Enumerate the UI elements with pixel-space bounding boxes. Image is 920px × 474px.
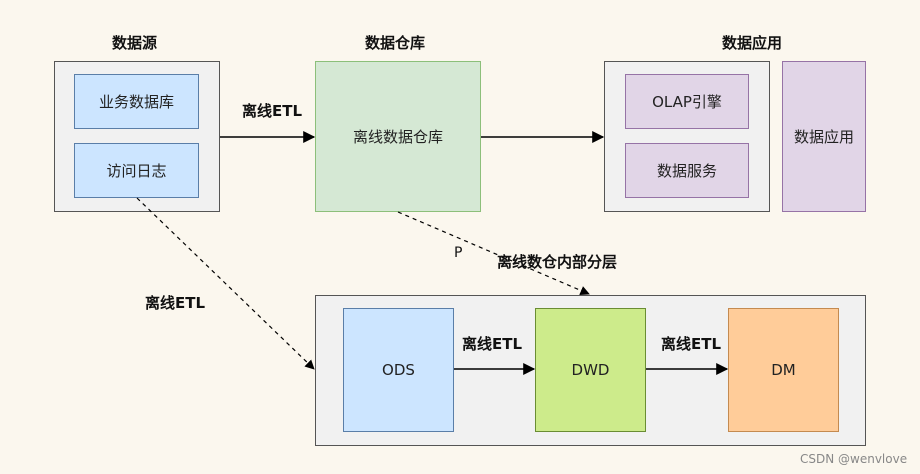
arrow-dw-to-layers bbox=[397, 211, 590, 296]
label-sources-to-dw: 离线ETL bbox=[242, 102, 303, 120]
data-app-node[interactable]: 数据应用 bbox=[782, 61, 866, 212]
label-p-mark: P bbox=[454, 245, 463, 261]
ods-node[interactable]: ODS bbox=[343, 308, 454, 432]
dwd-node[interactable]: DWD bbox=[535, 308, 646, 432]
watermark: CSDN @wenvlove bbox=[800, 452, 908, 466]
warehouse-title: 数据仓库 bbox=[365, 34, 426, 52]
business-db-node[interactable]: 业务数据库 bbox=[74, 74, 199, 129]
label-ods-to-dwd: 离线ETL bbox=[462, 335, 523, 353]
dm-node[interactable]: DM bbox=[728, 308, 839, 432]
sources-title: 数据源 bbox=[112, 34, 158, 52]
label-dwd-to-dm: 离线ETL bbox=[661, 335, 722, 353]
offline-dw-node[interactable]: 离线数据仓库 bbox=[315, 61, 481, 212]
application-title: 数据应用 bbox=[722, 34, 783, 52]
access-log-node[interactable]: 访问日志 bbox=[74, 143, 199, 198]
olap-engine-node[interactable]: OLAP引擎 bbox=[625, 74, 749, 129]
arrow-log-to-ods bbox=[136, 197, 315, 370]
label-log-to-ods: 离线ETL bbox=[145, 294, 206, 312]
label-dw-internal: 离线数仓内部分层 bbox=[497, 253, 618, 271]
data-service-node[interactable]: 数据服务 bbox=[625, 143, 749, 198]
